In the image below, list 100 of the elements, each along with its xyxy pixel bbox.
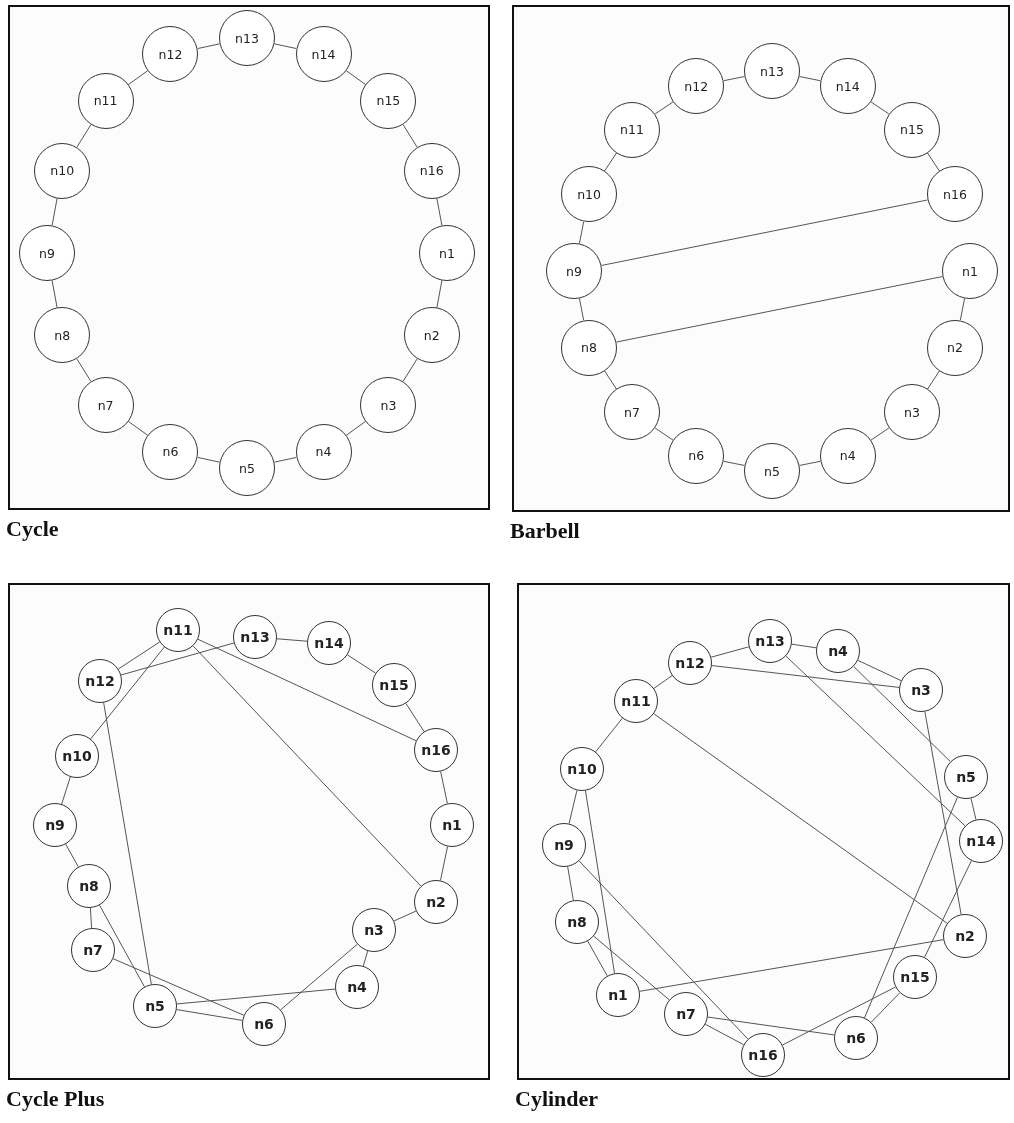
edge-line: [362, 950, 369, 967]
edge-line: [197, 457, 221, 463]
panel-caption: Barbell: [510, 518, 580, 544]
edge-line: [926, 152, 940, 172]
panel-caption: Cylinder: [515, 1086, 599, 1112]
node-label: n10: [577, 186, 601, 202]
edge-line: [600, 199, 928, 266]
edge-line: [604, 152, 618, 172]
node-label: n10: [567, 761, 597, 777]
edge-line: [440, 846, 448, 881]
node-label: n13: [235, 30, 259, 46]
graph-node-circle: [307, 621, 351, 665]
graph-node-circle: [67, 864, 111, 908]
graph-node-circle: [893, 955, 937, 999]
edge-line: [61, 776, 71, 805]
node-label: n7: [97, 397, 114, 413]
graph-node-circle: [55, 734, 99, 778]
node-label: n6: [254, 1016, 274, 1032]
graph-node-circle: [546, 243, 602, 299]
edge-line: [280, 943, 358, 1011]
node-label: n5: [764, 463, 780, 479]
edge-line: [798, 460, 821, 466]
node-label: n1: [608, 987, 628, 1003]
edge-line: [870, 427, 890, 441]
graph-node-circle: [834, 1016, 878, 1060]
node-label: n8: [79, 878, 99, 894]
node-label: n16: [748, 1047, 778, 1063]
node-label: n2: [423, 327, 440, 343]
node-label: n8: [581, 340, 597, 356]
node-label: n12: [675, 655, 705, 671]
edge-line: [578, 221, 585, 245]
edge-line: [103, 702, 152, 985]
edge-line: [436, 280, 443, 309]
edge-line: [853, 665, 951, 763]
edge-line: [654, 427, 674, 441]
edge-line: [51, 197, 58, 226]
node-label: n10: [50, 163, 75, 179]
graph-node-circle: [233, 615, 277, 659]
edge-line: [402, 358, 418, 382]
graph-node-circle: [668, 641, 712, 685]
edge-line: [870, 992, 901, 1023]
edge-line: [723, 460, 746, 466]
edge-line: [276, 638, 308, 642]
edge-line: [595, 717, 623, 753]
edge-line: [593, 935, 670, 1001]
node-label: n16: [943, 186, 967, 202]
edge-line: [782, 986, 896, 1046]
edge-line: [567, 866, 574, 901]
edge-line: [197, 43, 221, 49]
graph-node-circle: [943, 914, 987, 958]
edge-line: [924, 860, 972, 958]
edge-line: [192, 645, 422, 887]
graph-node-circle: [744, 43, 800, 99]
graph-node-circle: [219, 440, 275, 496]
edge-line: [798, 76, 821, 82]
edge-line: [707, 1016, 835, 1036]
graph-node-circle: [816, 629, 860, 673]
node-label: n15: [376, 93, 401, 109]
node-label: n15: [900, 969, 930, 985]
edge-line: [785, 655, 966, 827]
edge-line: [616, 276, 944, 343]
edge-line: [176, 1009, 243, 1021]
node-label: n1: [439, 245, 455, 261]
node-label: n4: [315, 444, 332, 460]
graph-node-circle: [430, 803, 474, 847]
graph-node-circle: [352, 908, 396, 952]
node-label: n3: [911, 682, 931, 698]
graph-node-circle: [741, 1033, 785, 1077]
panel-caption: Cycle Plus: [6, 1086, 105, 1112]
node-label: n1: [962, 263, 978, 279]
node-label: n2: [955, 928, 975, 944]
graph-node-circle: [959, 819, 1003, 863]
node-label: n12: [684, 78, 709, 94]
node-label: n14: [314, 635, 344, 651]
edge-line: [970, 797, 977, 821]
node-label: n2: [426, 894, 446, 910]
panel-caption: Cycle: [6, 516, 59, 542]
node-label: n13: [240, 629, 270, 645]
edge-line: [76, 124, 92, 148]
edge-line: [112, 958, 245, 1016]
graph-node-circle: [414, 728, 458, 772]
graph-node-circle: [944, 755, 988, 799]
node-label: n16: [419, 163, 444, 179]
node-label: n7: [624, 404, 640, 420]
node-label: n7: [83, 942, 103, 958]
graph-node-circle: [71, 928, 115, 972]
node-label: n4: [839, 448, 856, 464]
edge-line: [723, 76, 746, 82]
edge-line: [578, 860, 749, 1040]
node-label: n13: [755, 633, 785, 649]
edge-line: [711, 665, 900, 688]
edge-line: [710, 646, 750, 658]
node-label: n4: [347, 979, 367, 995]
graph-node-circle: [33, 803, 77, 847]
graph-node-circle: [614, 679, 658, 723]
graph-node-circle: [242, 1002, 286, 1046]
edge-line: [653, 675, 673, 689]
node-label: n1: [442, 817, 462, 833]
edge-line: [926, 370, 940, 390]
node-label: n5: [239, 460, 255, 476]
